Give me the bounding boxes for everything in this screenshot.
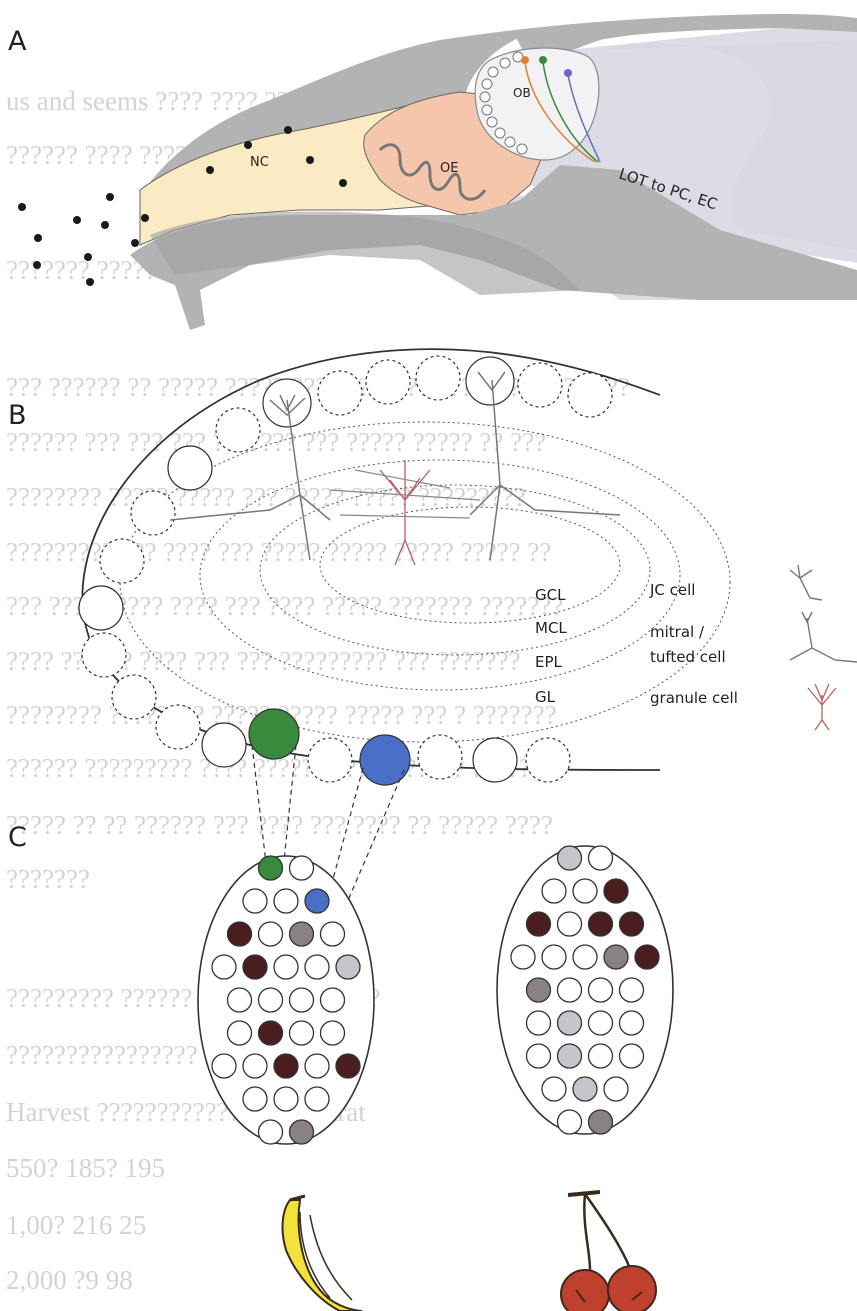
legend-jc-icon [790,565,822,600]
glomerulus [228,1021,252,1045]
glomerulus [290,856,314,880]
legend-granule-icon [808,684,836,730]
glomerulus [259,1120,283,1144]
glomerulus [558,1110,582,1134]
mitral-orange [521,56,529,64]
glomerulus [589,1011,613,1035]
glomerulus [243,1087,267,1111]
banana-icon [283,1196,362,1311]
bulb-outline [82,349,660,770]
legend-mitral-1: mitral / [650,623,705,641]
glomerulus [527,912,551,936]
glomerulus [558,846,582,870]
glomerulus [573,879,597,903]
cherries-icon [561,1192,656,1311]
glomerulus [305,1087,329,1111]
glomerulus [321,988,345,1012]
glomerulus [305,889,329,913]
panel-b-label: B [8,400,27,431]
glomerulus [558,1011,582,1035]
glomerulus [635,945,659,969]
layer-gl: GL [535,688,556,706]
glomerulus [527,1011,551,1035]
ob-label: OB [513,86,531,100]
panel-a: A NC OE OB LOT to PC, EC [8,14,857,330]
oe-label: OE [440,161,458,176]
glomerulus [259,988,283,1012]
glomerulus [589,912,613,936]
glomerulus [527,1044,551,1068]
glomerulus [573,1077,597,1101]
glomerulus [290,988,314,1012]
layer-boundary [320,507,620,623]
legend-granule: granule cell [650,689,738,707]
glomerulus-blue [360,735,410,785]
glomerulus [290,1120,314,1144]
glomerulus [243,1054,267,1078]
layer-boundary [200,460,680,690]
glomeruli-layer [79,356,612,782]
glomerulus [212,955,236,979]
panel-c: C [8,745,673,1311]
glomerulus [527,978,551,1002]
glomerulus [604,945,628,969]
glomerulus [573,945,597,969]
layer-gcl: GCL [535,586,566,604]
glomerulus [259,856,283,880]
glomerulus [511,945,535,969]
glomerulus-mitral-2 [466,357,514,405]
glomerulus [620,1011,644,1035]
glomerulus [558,912,582,936]
glomerulus [321,1021,345,1045]
glomerulus [589,1110,613,1134]
panel-c-label: C [8,822,27,853]
nc-label: NC [250,155,269,170]
legend-mitral-2: tufted cell [650,648,726,666]
glomerulus [558,978,582,1002]
glomerulus [620,912,644,936]
glomerulus [305,1054,329,1078]
glomerulus [336,1054,360,1078]
glomerulus [604,879,628,903]
layer-epl: EPL [535,653,563,671]
glomerulus [228,988,252,1012]
glomerulus [336,955,360,979]
panel-b: B [8,349,857,785]
glomerulus [558,1044,582,1068]
glomerulus-green [249,709,299,759]
glomerulus [604,1077,628,1101]
glomerulus [274,1087,298,1111]
glomerulus [243,889,267,913]
glomerulus [542,879,566,903]
glomerulus [589,978,613,1002]
mitral-green [539,56,547,64]
glomerulus [542,1077,566,1101]
layer-mcl: MCL [535,619,567,637]
glomerulus [305,955,329,979]
glomerulus [212,1054,236,1078]
glomerulus [274,955,298,979]
glomerulus [589,1044,613,1068]
glomerulus [290,1021,314,1045]
glomerulus [589,846,613,870]
glomerulus [259,922,283,946]
glomerulus [620,978,644,1002]
panel-a-label: A [8,26,27,57]
glomerulus [620,1044,644,1068]
glomerulus [290,922,314,946]
glomerulus [542,945,566,969]
glomerulus [243,955,267,979]
glomerulus [259,1021,283,1045]
legend-jc: JC cell [649,581,695,599]
glomerulus [228,922,252,946]
glomerulus [274,889,298,913]
legend-mitral-icon [790,612,857,662]
glomerulus [321,922,345,946]
mitral-purple [564,69,572,77]
glomerulus [274,1054,298,1078]
